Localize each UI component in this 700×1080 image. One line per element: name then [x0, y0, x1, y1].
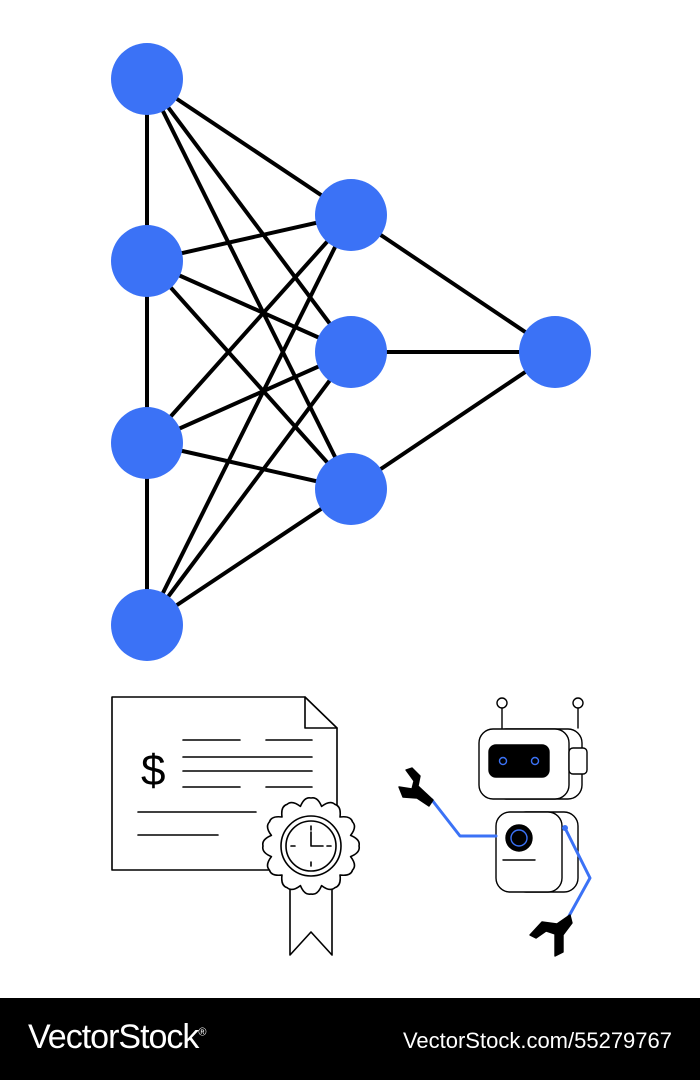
stock-id-text: VectorStock.com/55279767 [402, 1028, 672, 1053]
robot-claw-left [398, 767, 434, 807]
network-node-input-1 [111, 43, 183, 115]
robot-visor [488, 744, 550, 778]
network-edge [146, 259, 352, 354]
robot-arm-left [398, 767, 498, 838]
network-edge [145, 350, 353, 627]
robot-arm-right [529, 825, 592, 957]
network-node-hidden-3 [315, 453, 387, 525]
network-node-hidden-2 [315, 316, 387, 388]
network-node-input-4 [111, 589, 183, 661]
network-edge [349, 350, 557, 491]
robot-chest-light [505, 824, 533, 852]
robot-eye-left [498, 756, 508, 766]
robot-body [495, 811, 579, 893]
network-nodes [111, 43, 591, 661]
certificate-text-lines [137, 739, 313, 836]
network-edge [146, 350, 352, 445]
network-edge [145, 259, 353, 491]
network-edge [349, 213, 557, 354]
network-edge [145, 78, 353, 490]
robot-claw-right [529, 914, 573, 957]
robot-head [478, 728, 588, 800]
network-node-output-1 [519, 316, 591, 388]
clock-icon [285, 820, 337, 872]
network-node-input-3 [111, 407, 183, 479]
robot-icon [398, 697, 592, 957]
certificate-folded-corner [304, 696, 338, 729]
award-seal-icon [261, 796, 361, 956]
illustration: $ [111, 43, 592, 957]
robot-eye-right [530, 756, 540, 766]
vectorstock-logo: VectorStock® [28, 1018, 207, 1056]
network-node-hidden-1 [315, 179, 387, 251]
network-edge [145, 77, 353, 217]
network-edge [145, 487, 353, 627]
network-edge [145, 214, 353, 626]
robot-ear [568, 747, 588, 775]
neural-network-diagram [111, 43, 591, 661]
certificate-icon: $ [111, 696, 361, 956]
watermark-footer: VectorStock® VectorStock.com/55279767 [0, 998, 700, 1080]
network-edge [145, 213, 353, 445]
network-edge [145, 77, 353, 354]
network-node-input-2 [111, 225, 183, 297]
dollar-sign-icon: $ [141, 746, 165, 795]
robot-antennas [496, 697, 584, 729]
